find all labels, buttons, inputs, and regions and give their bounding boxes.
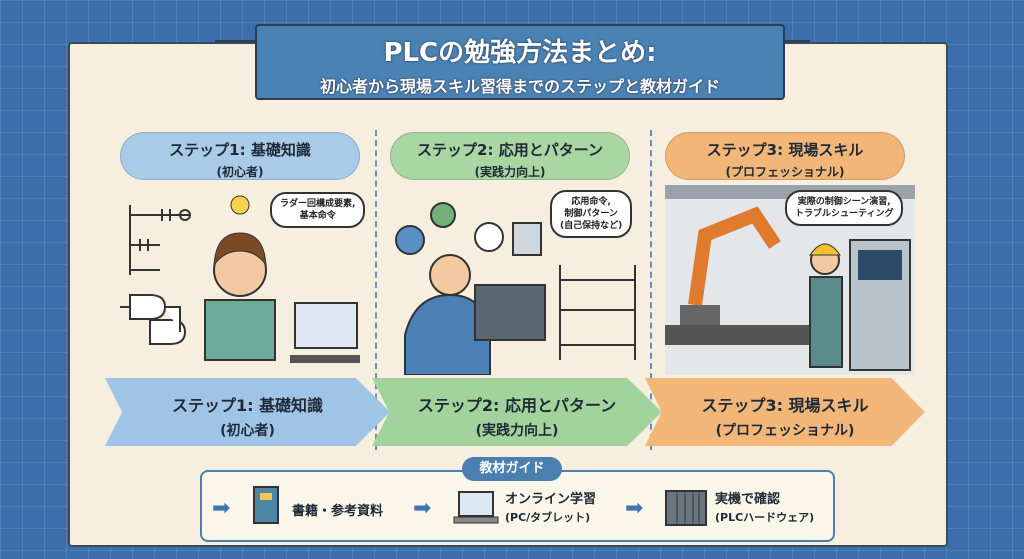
- step2-speech-bubble: 応用命令,制御パターン(自己保持など): [550, 190, 633, 239]
- step2-arrow-banner: ステップ2: 応用とパターン(実践力向上): [372, 378, 662, 446]
- laptop-icon: [453, 491, 499, 524]
- page-title: PLCの勉強方法まとめ:: [383, 38, 657, 68]
- step3-pill: ステップ3: 現場スキル (プロフェッショナル): [665, 132, 905, 180]
- step3-level: (プロフェッショナル): [725, 165, 845, 179]
- divider: [375, 130, 377, 450]
- guide-item-books: 書籍・参考資料: [292, 504, 384, 519]
- page-subtitle: 初心者から現場スキル習得までのステップと教材ガイド: [319, 77, 720, 96]
- stopwatch-icon: [474, 222, 504, 252]
- step1-arrow-banner: ステップ1: 基礎知識(初心者): [105, 378, 390, 446]
- step3-speech-bubble: 実際の制御シーン演習,トラブルシューティング: [785, 190, 904, 227]
- arrow-right-icon: ➡: [413, 496, 432, 521]
- step1-level: (初心者): [216, 165, 264, 179]
- title-banner: PLCの勉強方法まとめ: 初心者から現場スキル習得までのステップと教材ガイド: [255, 24, 785, 100]
- ladder-diagram-icon: [559, 265, 636, 360]
- beginner-studying-illustration: [120, 195, 360, 363]
- arrow-right-icon: ➡: [625, 496, 644, 521]
- material-guide-label: 教材ガイド: [462, 457, 562, 481]
- step2-level: (実践力向上): [474, 165, 546, 179]
- book-icon: [253, 486, 279, 524]
- ladder-diagram-icon: [129, 205, 191, 275]
- practice-illustration: [395, 202, 636, 375]
- book-icon: [204, 299, 276, 361]
- divider: [650, 130, 652, 450]
- hard-hat-icon: [809, 243, 841, 256]
- conveyor-belt: [665, 325, 815, 345]
- step3-title: ステップ3: 現場スキル: [706, 141, 864, 159]
- lightbulb-icon: [230, 195, 250, 215]
- plc-hardware-icon: [474, 284, 546, 341]
- robot-arm-icon: [688, 206, 781, 306]
- gear-icon: [395, 225, 425, 255]
- gear-icon: [430, 202, 456, 228]
- material-guide-box: [200, 470, 835, 542]
- step3-arrow-banner: ステップ3: 現場スキル(プロフェッショナル): [645, 378, 925, 446]
- guide-item-online: オンライン学習(PC/タブレット): [505, 492, 597, 524]
- timer-module-icon: [512, 222, 542, 256]
- plc-hardware-icon: [665, 490, 707, 526]
- step2-title: ステップ2: 応用とパターン: [417, 141, 603, 159]
- logic-gate-icon: [120, 294, 187, 345]
- technician: [809, 276, 843, 368]
- step1-speech-bubble: ラダー回構成要素,基本命令: [270, 192, 366, 229]
- keyboard-icon: [290, 355, 360, 363]
- step1-title: ステップ1: 基礎知識: [169, 141, 311, 159]
- guide-item-hardware: 実機で確認(PLCハードウェア): [715, 492, 815, 524]
- arrow-right-icon: ➡: [212, 496, 231, 521]
- monitor-icon: [294, 302, 358, 349]
- step2-pill: ステップ2: 応用とパターン (実践力向上): [390, 132, 630, 180]
- step1-pill: ステップ1: 基礎知識 (初心者): [120, 132, 360, 180]
